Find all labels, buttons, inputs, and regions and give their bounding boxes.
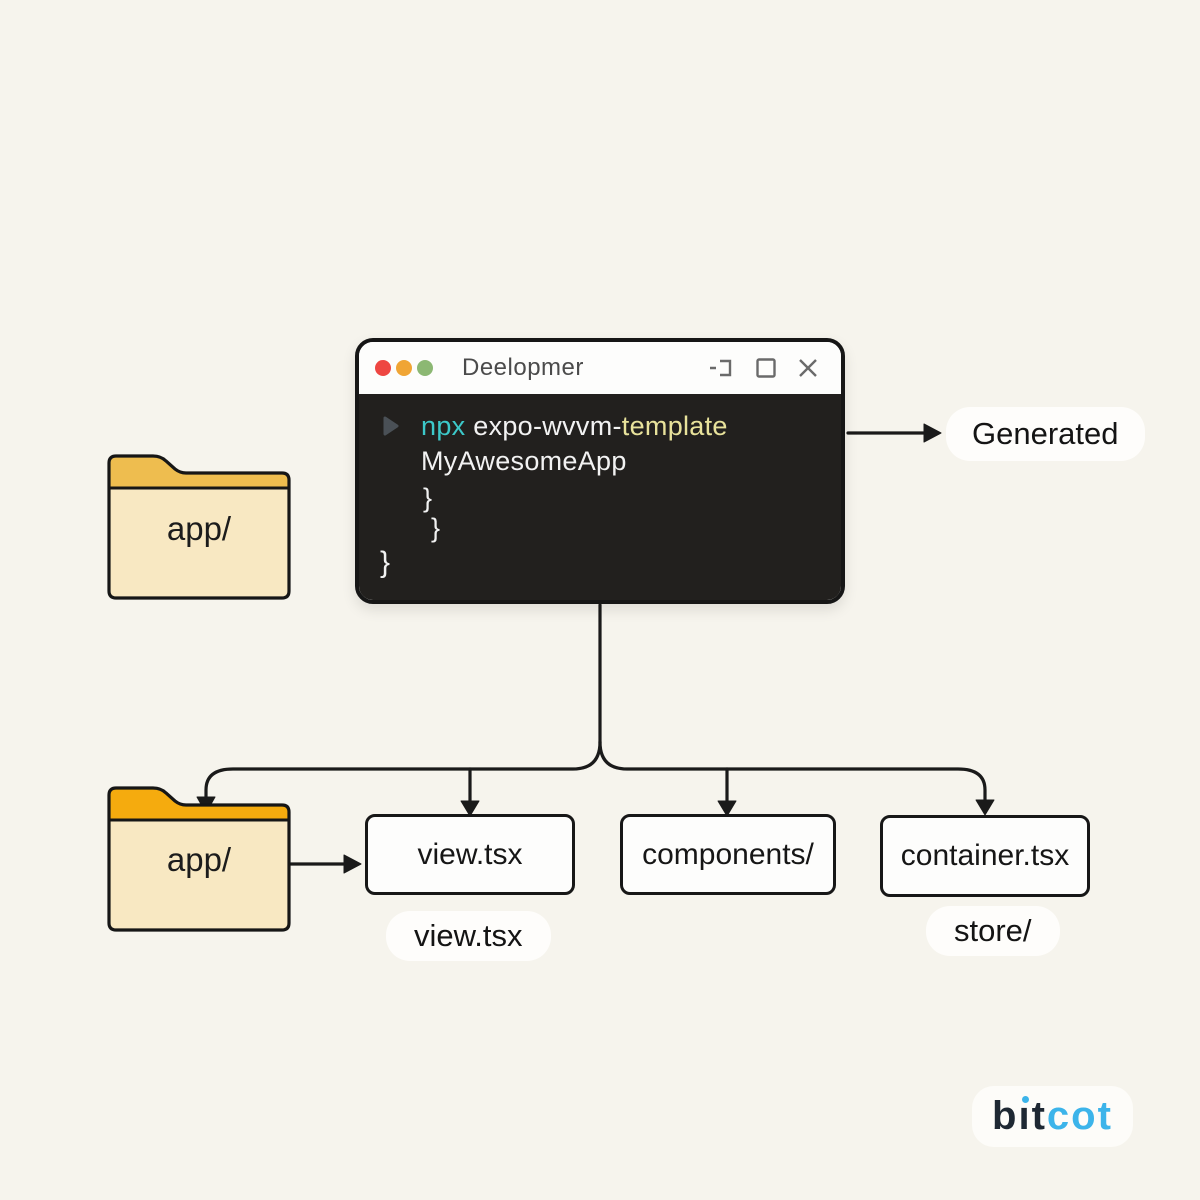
branch-left: [204, 740, 602, 799]
traffic-lights: [375, 360, 433, 376]
generated-label: Generated: [946, 407, 1145, 461]
folder-app-output: app/: [107, 786, 291, 932]
label-store: store/: [926, 906, 1060, 956]
traffic-light-yellow[interactable]: [396, 360, 412, 376]
folder-body: [109, 820, 289, 930]
arrowhead-container: [975, 799, 995, 816]
traffic-light-green[interactable]: [417, 360, 433, 376]
folder-app-source: app/: [107, 454, 291, 600]
box-container-tsx: container.tsx: [880, 815, 1090, 897]
logo-i: ı: [1018, 1094, 1032, 1138]
arrowhead-components: [717, 800, 737, 817]
logo-t: t: [1031, 1094, 1047, 1138]
logo-b: b: [992, 1094, 1019, 1138]
folder-top-label: app/: [167, 510, 232, 547]
minimize-icon[interactable]: [709, 357, 735, 379]
terminal-window: Deelopmer npx expo-wvvm-template: [355, 338, 845, 604]
label-view-tsx: view.tsx: [386, 911, 551, 961]
folder-outline: [107, 786, 291, 932]
folder-tab: [109, 788, 289, 820]
folder-bottom-label: app/: [167, 841, 232, 878]
traffic-light-red[interactable]: [375, 360, 391, 376]
template-token: template: [621, 411, 728, 441]
brace-line-3: }: [380, 546, 391, 579]
folder-outline: [107, 454, 291, 600]
branch-right: [598, 740, 987, 802]
app-name-line: MyAwesomeApp: [421, 446, 627, 476]
folder-tab: [109, 456, 289, 488]
box-view-tsx: view.tsx: [365, 814, 575, 895]
logo-cot: cot: [1046, 1094, 1113, 1138]
brace-line-2: }: [431, 513, 441, 543]
window-controls: [709, 357, 819, 379]
terminal-titlebar: Deelopmer: [359, 342, 841, 394]
box-components: components/: [620, 814, 836, 895]
maximize-icon[interactable]: [755, 357, 777, 379]
arrowhead-folder-to-view: [343, 854, 362, 874]
terminal-body[interactable]: npx expo-wvvm-template MyAwesomeApp } } …: [359, 394, 841, 600]
arrowhead-generated: [923, 423, 942, 443]
folder-body: [109, 488, 289, 598]
prompt-icon: [383, 416, 399, 436]
npx-token: npx: [421, 411, 466, 441]
package-token: expo-wvvm-: [473, 411, 622, 441]
close-icon[interactable]: [797, 357, 819, 379]
brace-line-1: }: [423, 483, 433, 513]
command-line: npx expo-wvvm-template: [421, 411, 728, 442]
window-title: Deelopmer: [462, 354, 584, 381]
arrowhead-view: [460, 800, 480, 817]
